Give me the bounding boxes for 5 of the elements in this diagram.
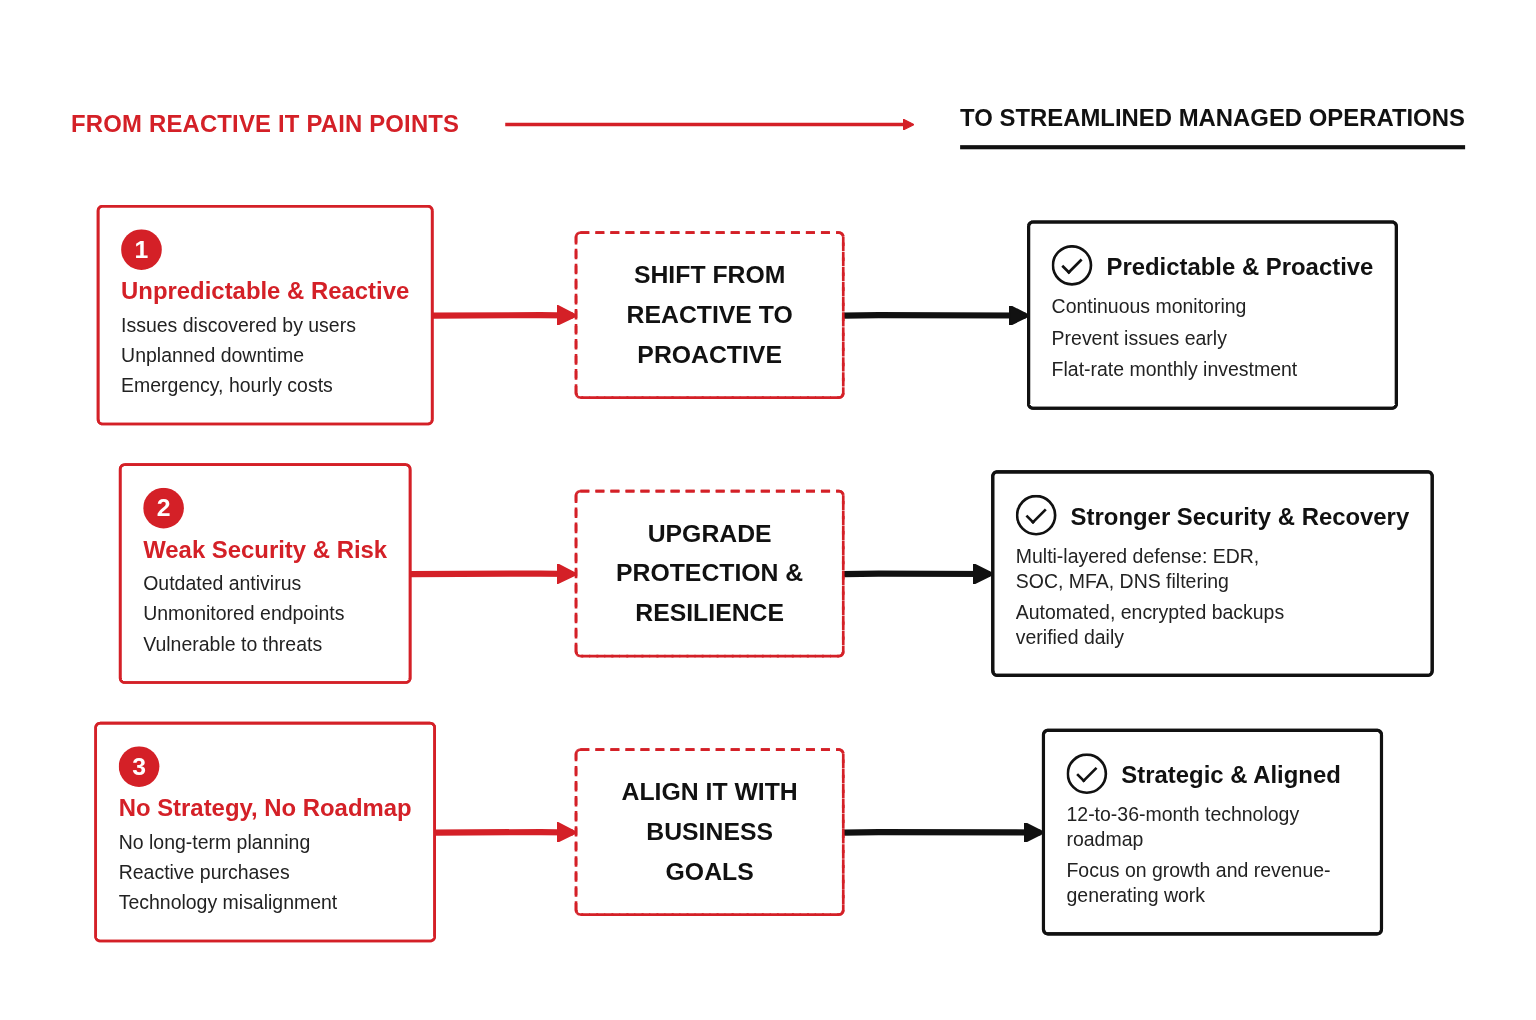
arrow [843, 821, 1045, 844]
node-text: FROM REACTIVE IT PAIN POINTS [71, 111, 460, 138]
node-text: TO STREAMLINED MANAGED OPERATIONS [960, 104, 1465, 131]
arrow [505, 118, 915, 131]
arrow [843, 304, 1030, 327]
